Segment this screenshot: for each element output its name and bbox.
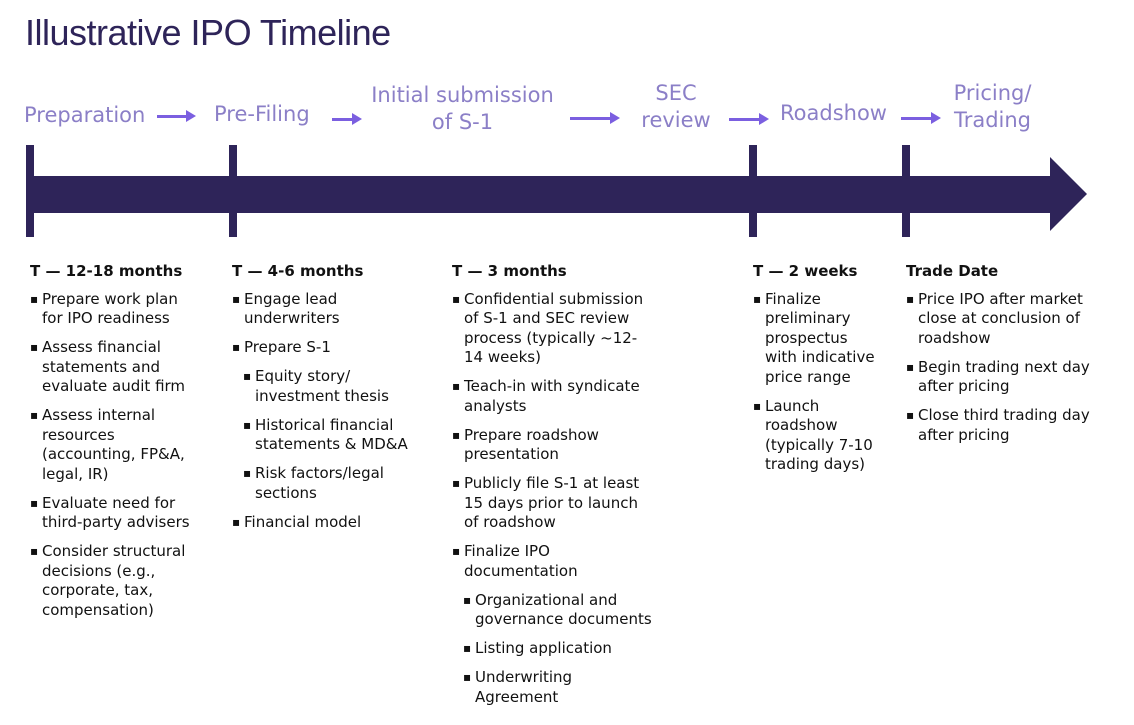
arrow-icon (157, 110, 196, 122)
bullet-list: Finalize preliminary prospectus with ind… (753, 290, 878, 475)
bullet-item: Assess internal resources (accounting, F… (30, 406, 200, 484)
stage-sec-review: SEC review (641, 81, 711, 132)
stage-pricing-trading: Pricing/ Trading (953, 81, 1032, 132)
bullet-item: Begin trading next day after pricing (906, 358, 1096, 397)
column-heading: T — 4-6 months (232, 262, 364, 280)
timeline-tick (26, 145, 34, 237)
timeline-arrowhead (1050, 157, 1087, 231)
bullet-item: Prepare S-1 (232, 338, 417, 358)
bullet-list: Prepare work plan for IPO readinessAsses… (30, 290, 200, 621)
column-heading: T — 3 months (452, 262, 567, 280)
column-heading: T — 12-18 months (30, 262, 183, 280)
column-12-18-months: T — 12-18 monthsPrepare work plan for IP… (30, 262, 200, 630)
stage-preparation: Preparation (24, 103, 146, 127)
column-2-weeks: T — 2 weeksFinalize preliminary prospect… (753, 262, 878, 484)
sub-bullet-item: Equity story/ investment thesis (243, 367, 417, 406)
bullet-item: Prepare roadshow presentation (452, 426, 652, 465)
arrow-icon (729, 113, 769, 125)
sub-bullet-item: Underwriting Agreement (463, 668, 652, 707)
bullet-item: Publicly file S-1 at least 15 days prior… (452, 474, 652, 533)
bullet-list: Engage lead underwritersPrepare S-1Equit… (232, 290, 417, 533)
bullet-item: Assess financial statements and evaluate… (30, 338, 200, 397)
stage-roadshow: Roadshow (780, 101, 887, 125)
timeline-bar (28, 176, 1052, 213)
bullet-item: Finalize IPO documentation (452, 542, 652, 581)
arrow-icon (570, 112, 620, 124)
bullet-item: Teach-in with syndicate analysts (452, 377, 652, 416)
bullet-item: Prepare work plan for IPO readiness (30, 290, 200, 329)
arrow-icon (332, 113, 362, 125)
bullet-list: Confidential submission of S-1 and SEC r… (452, 290, 652, 708)
bullet-item: Launch roadshow (typically 7-10 trading … (753, 397, 878, 475)
arrow-icon (901, 112, 941, 124)
sub-bullet-item: Risk factors/legal sections (243, 464, 417, 503)
bullet-item: Consider structural decisions (e.g., cor… (30, 542, 200, 620)
column-heading: T — 2 weeks (753, 262, 858, 280)
timeline-tick (749, 145, 757, 237)
column-heading: Trade Date (906, 262, 999, 280)
bullet-item: Confidential submission of S-1 and SEC r… (452, 290, 652, 368)
sub-bullet-item: Organizational and governance documents (463, 591, 652, 630)
sub-bullet-item: Listing application (463, 639, 652, 659)
page-title: Illustrative IPO Timeline (25, 12, 391, 53)
column-3-months: T — 3 monthsConfidential submission of S… (452, 262, 652, 717)
bullet-item: Financial model (232, 513, 417, 533)
stage-pre-filing: Pre-Filing (214, 102, 310, 126)
bullet-item: Evaluate need for third-party advisers (30, 494, 200, 533)
stage-initial-submission: Initial submission of S-1 (371, 83, 554, 134)
bullet-item: Close third trading day after pricing (906, 406, 1096, 445)
bullet-item: Finalize preliminary prospectus with ind… (753, 290, 878, 388)
bullet-item: Price IPO after market close at conclusi… (906, 290, 1096, 349)
column-trade-date: Trade DatePrice IPO after market close a… (906, 262, 1096, 455)
bullet-item: Engage lead underwriters (232, 290, 417, 329)
column-4-6-months: T — 4-6 monthsEngage lead underwritersPr… (232, 262, 417, 542)
bullet-list: Price IPO after market close at conclusi… (906, 290, 1096, 446)
timeline-tick (229, 145, 237, 237)
sub-bullet-item: Historical financial statements & MD&A (243, 416, 417, 455)
timeline-tick (902, 145, 910, 237)
